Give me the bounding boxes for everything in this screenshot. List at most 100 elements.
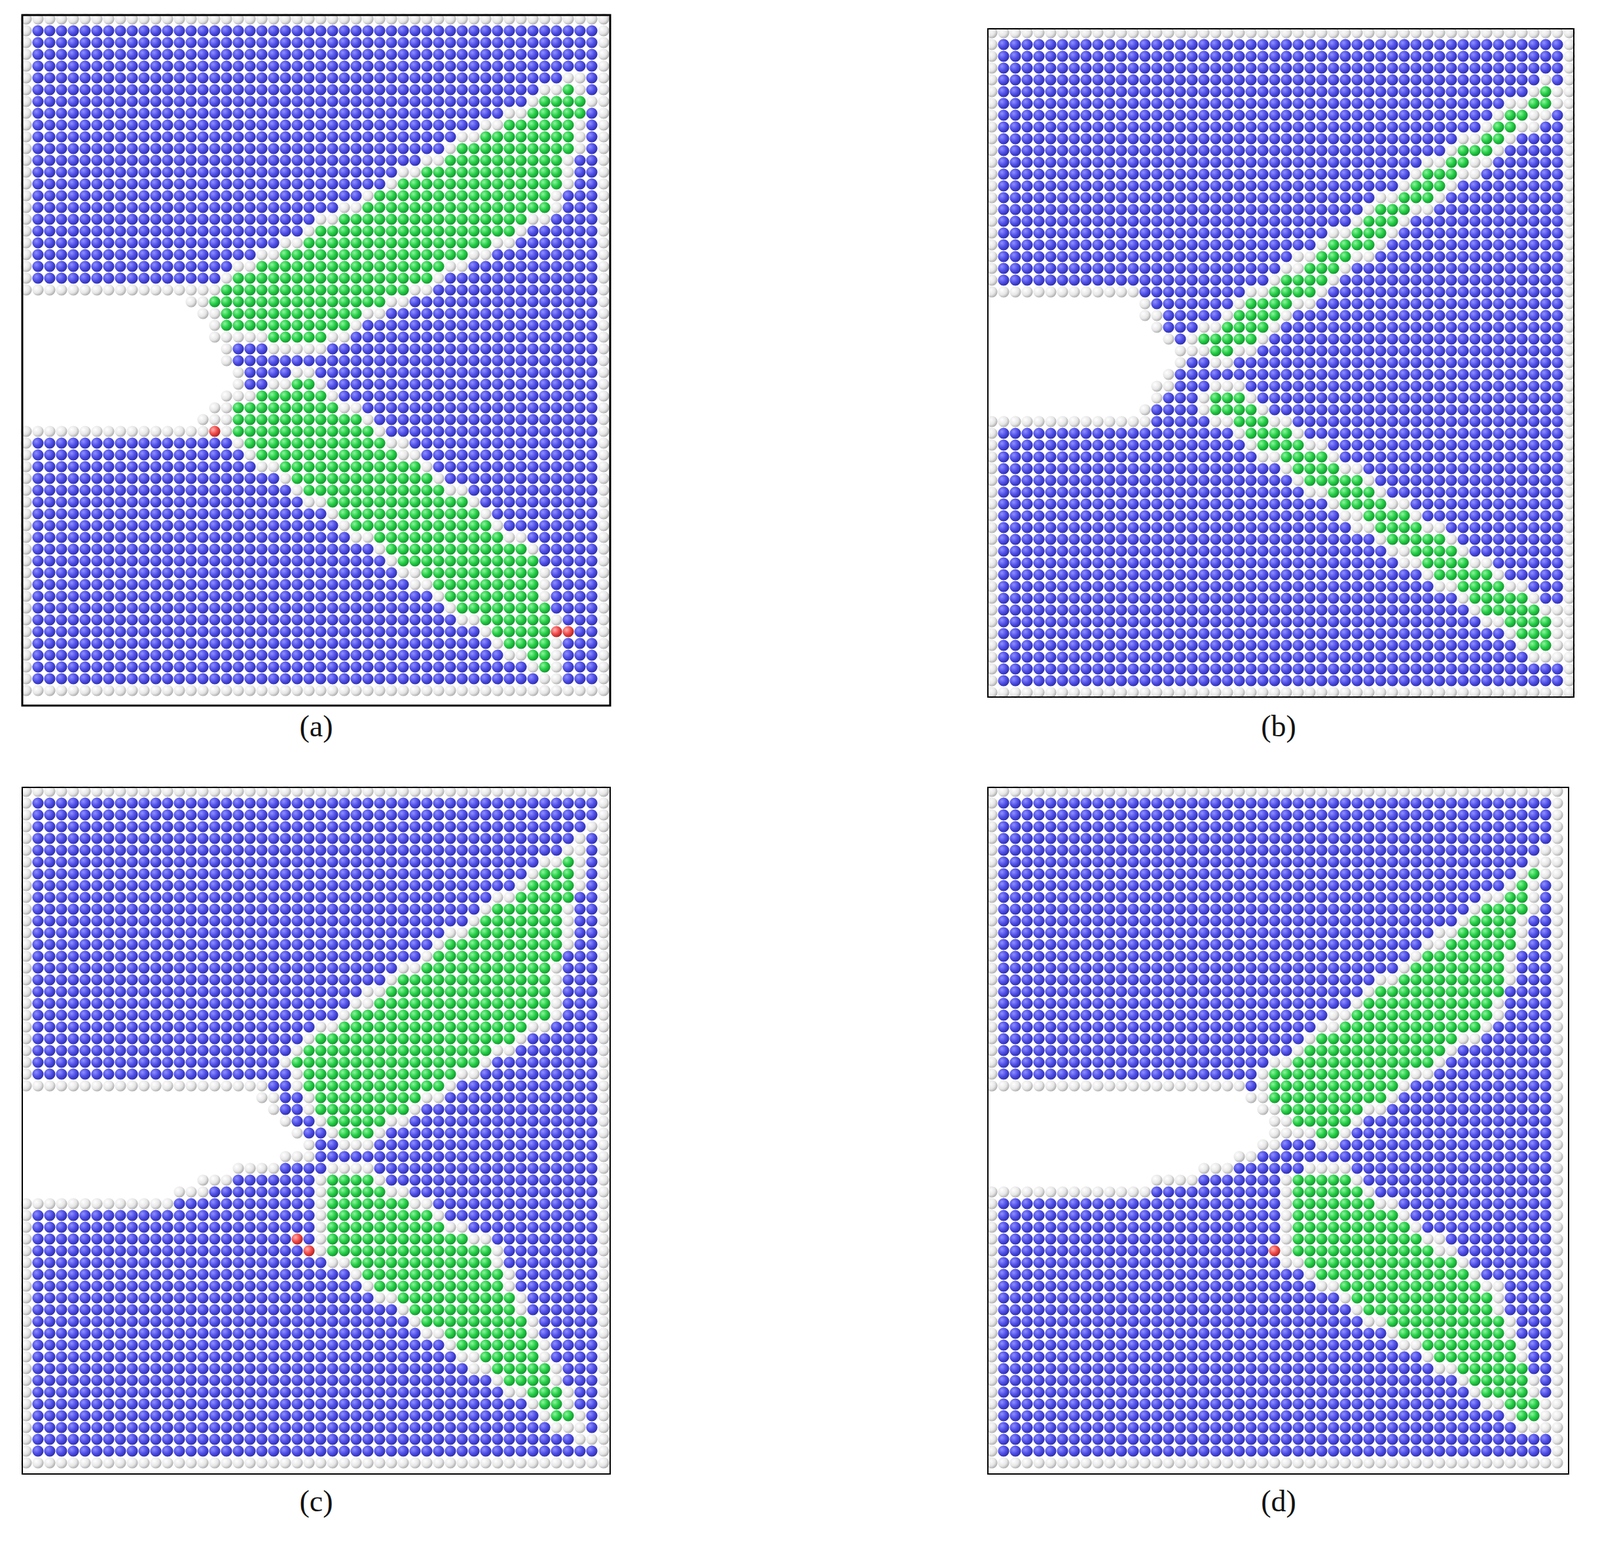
atom xyxy=(538,366,550,378)
atom xyxy=(468,272,480,284)
atom xyxy=(527,95,539,107)
atom xyxy=(397,272,409,284)
atom xyxy=(515,178,527,190)
atom xyxy=(291,83,303,95)
atom xyxy=(527,60,539,72)
atom xyxy=(515,295,527,308)
atom xyxy=(114,142,126,154)
atom xyxy=(538,508,550,520)
atom xyxy=(373,437,385,449)
atom xyxy=(362,390,374,402)
atom xyxy=(232,295,244,308)
atom xyxy=(550,437,562,449)
atom xyxy=(114,36,126,48)
atom xyxy=(279,437,291,449)
atom xyxy=(173,48,185,60)
atom xyxy=(255,508,268,520)
atom xyxy=(279,508,291,520)
atom xyxy=(173,36,185,48)
atom xyxy=(338,201,350,213)
atom xyxy=(409,236,421,249)
atom xyxy=(197,519,209,531)
atom xyxy=(55,260,67,272)
atom xyxy=(326,236,338,249)
atom xyxy=(456,48,468,60)
atom xyxy=(597,272,609,284)
atom xyxy=(597,248,609,260)
atom xyxy=(562,472,574,484)
atom xyxy=(491,413,503,425)
atom xyxy=(232,236,244,249)
atom xyxy=(397,166,409,178)
atom xyxy=(350,48,362,60)
atom xyxy=(102,460,114,473)
atom xyxy=(267,48,279,60)
atom xyxy=(43,449,55,461)
atom xyxy=(362,378,374,390)
atom xyxy=(444,437,456,449)
atom xyxy=(314,295,327,308)
atom xyxy=(314,284,327,296)
atom xyxy=(444,260,456,272)
atom xyxy=(303,307,315,319)
atom xyxy=(255,284,268,296)
atom xyxy=(574,378,586,390)
atom xyxy=(208,319,220,331)
atom xyxy=(527,178,539,190)
atom xyxy=(527,460,539,473)
atom xyxy=(409,460,421,473)
atom xyxy=(244,307,256,319)
atom xyxy=(267,166,279,178)
atom xyxy=(585,130,598,143)
atom xyxy=(303,437,315,449)
atom xyxy=(126,189,138,201)
atom xyxy=(67,496,79,508)
atom xyxy=(220,354,232,366)
atom xyxy=(55,519,67,531)
atom xyxy=(232,366,244,378)
atom xyxy=(90,107,103,119)
atom xyxy=(102,425,114,437)
atom xyxy=(291,484,303,496)
atom xyxy=(373,331,385,343)
atom xyxy=(43,248,55,260)
atom xyxy=(574,319,586,331)
atom xyxy=(291,248,303,260)
atom xyxy=(468,142,480,154)
atom xyxy=(32,83,44,95)
atom xyxy=(314,519,327,531)
atom xyxy=(314,142,327,154)
atom xyxy=(550,284,562,296)
atom xyxy=(515,260,527,272)
atom xyxy=(420,60,433,72)
atom xyxy=(479,343,491,355)
atom xyxy=(149,119,162,131)
atom xyxy=(597,166,609,178)
atom xyxy=(338,425,350,437)
atom xyxy=(491,378,503,390)
atom xyxy=(385,272,397,284)
atom xyxy=(420,225,433,237)
atom xyxy=(420,449,433,461)
atom xyxy=(432,83,444,95)
atom xyxy=(338,189,350,201)
atom xyxy=(397,119,409,131)
atom xyxy=(468,83,480,95)
atom xyxy=(527,189,539,201)
atom xyxy=(432,343,444,355)
atom xyxy=(126,119,138,131)
atom xyxy=(232,508,244,520)
atom xyxy=(538,24,550,37)
atom xyxy=(220,437,232,449)
atom xyxy=(126,225,138,237)
atom xyxy=(468,95,480,107)
atom xyxy=(350,295,362,308)
atom xyxy=(562,48,574,60)
atom xyxy=(420,508,433,520)
atom xyxy=(197,83,209,95)
atom xyxy=(585,496,598,508)
atom xyxy=(503,307,515,319)
atom xyxy=(149,437,162,449)
atom xyxy=(197,189,209,201)
atom xyxy=(503,437,515,449)
